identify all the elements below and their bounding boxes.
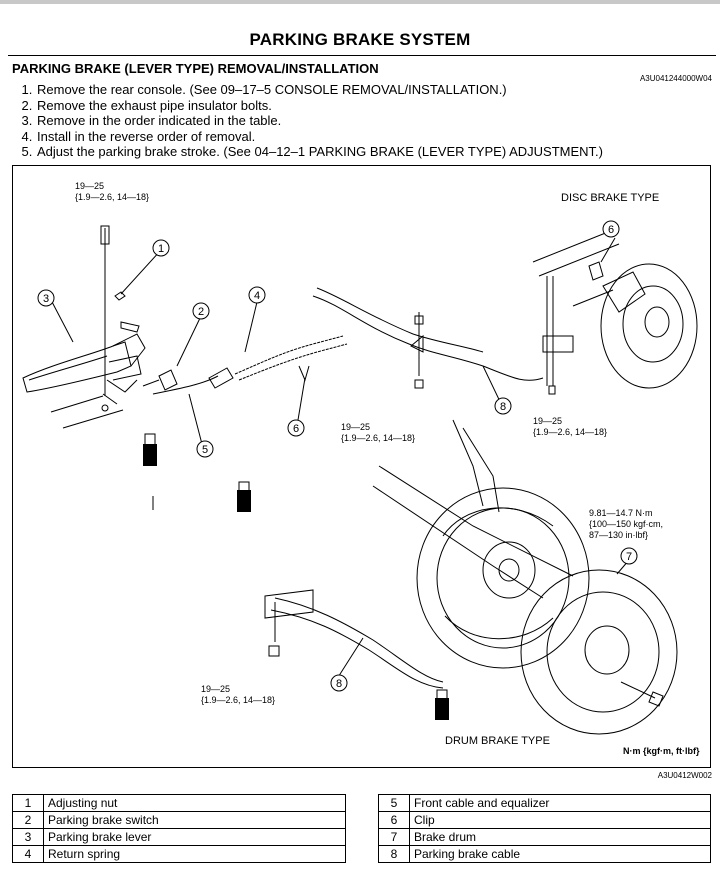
section-title: PARKING BRAKE (LEVER TYPE) REMOVAL/INSTA… bbox=[12, 61, 379, 76]
title-rule bbox=[8, 55, 716, 56]
part-number: 2 bbox=[12, 811, 44, 829]
part-number: 1 bbox=[12, 794, 44, 812]
step-item: Adjust the parking brake stroke. (See 04… bbox=[36, 144, 603, 160]
parking-brake-lever-drawing bbox=[22, 341, 132, 393]
figure-code: A3U0412W002 bbox=[657, 771, 712, 780]
part-name: Clip bbox=[409, 811, 711, 829]
doc-code: A3U041244000W04 bbox=[639, 74, 712, 83]
part-name: Front cable and equalizer bbox=[409, 794, 711, 812]
torque-label: {1.9—2.6, 14—18} bbox=[341, 433, 415, 443]
part-name: Parking brake switch bbox=[43, 811, 346, 829]
part-number: 6 bbox=[378, 811, 410, 829]
top-bar bbox=[0, 0, 720, 4]
callout-5: 5 bbox=[202, 444, 208, 456]
part-number: 3 bbox=[12, 828, 44, 846]
torque-label: 87—130 in·lbf} bbox=[589, 530, 648, 540]
parking-brake-cable-drawing bbox=[312, 295, 544, 381]
backing-plate-drawing bbox=[416, 487, 590, 669]
part-number: 7 bbox=[378, 828, 410, 846]
step-item: Remove in the order indicated in the tab… bbox=[36, 113, 603, 129]
callout-2: 2 bbox=[198, 306, 204, 318]
callout-6: 6 bbox=[608, 224, 614, 236]
diagram-svg: 1 2 3 4 5 6 6 7 8 8 19—25 {1.9—2.6, 14—1… bbox=[22, 181, 700, 756]
torque-label: {100—150 kgf·cm, bbox=[589, 519, 663, 529]
part-name: Return spring bbox=[43, 845, 346, 863]
torque-label: 9.81—14.7 N·m bbox=[589, 508, 653, 518]
step-item: Remove the exhaust pipe insulator bolts. bbox=[36, 98, 603, 114]
disc-brake-label: DISC BRAKE TYPE bbox=[561, 192, 659, 204]
torque-label: 19—25 bbox=[341, 422, 370, 432]
part-number: 8 bbox=[378, 845, 410, 863]
part-name: Parking brake cable bbox=[409, 845, 711, 863]
page-title: PARKING BRAKE SYSTEM bbox=[249, 30, 471, 49]
torque-label: {1.9—2.6, 14—18} bbox=[533, 427, 607, 437]
parking-brake-switch-drawing bbox=[158, 369, 178, 391]
procedure-steps: Remove the rear console. (See 09–17–5 CO… bbox=[18, 82, 603, 160]
disc-rotor-drawing bbox=[600, 263, 698, 389]
drum-brake-label: DRUM BRAKE TYPE bbox=[445, 735, 550, 747]
torque-label: {1.9—2.6, 14—18} bbox=[75, 192, 149, 202]
torque-label: 19—25 bbox=[75, 181, 104, 191]
units-label: N·m {kgf·m, ft·lbf} bbox=[623, 746, 700, 756]
part-name: Adjusting nut bbox=[43, 794, 346, 812]
part-name: Brake drum bbox=[409, 828, 711, 846]
callout-8: 8 bbox=[500, 401, 506, 413]
part-number: 5 bbox=[378, 794, 410, 812]
torque-label: 19—25 bbox=[533, 416, 562, 426]
exploded-diagram: 1 2 3 4 5 6 6 7 8 8 19—25 {1.9—2.6, 14—1… bbox=[12, 165, 711, 768]
callout-1: 1 bbox=[158, 243, 164, 255]
callout-8: 8 bbox=[336, 678, 342, 690]
part-name: Parking brake lever bbox=[43, 828, 346, 846]
callout-7: 7 bbox=[626, 551, 632, 563]
brake-drum-drawing bbox=[520, 569, 678, 735]
torque-label: 19—25 bbox=[201, 684, 230, 694]
step-item: Install in the reverse order of removal. bbox=[36, 129, 603, 145]
torque-label: {1.9—2.6, 14—18} bbox=[201, 695, 275, 705]
part-number: 4 bbox=[12, 845, 44, 863]
callout-4: 4 bbox=[254, 290, 260, 302]
step-item: Remove the rear console. (See 09–17–5 CO… bbox=[36, 82, 603, 98]
callout-6: 6 bbox=[293, 423, 299, 435]
return-spring-drawing bbox=[234, 335, 344, 375]
callout-3: 3 bbox=[43, 293, 49, 305]
front-cable-drawing bbox=[152, 375, 219, 395]
